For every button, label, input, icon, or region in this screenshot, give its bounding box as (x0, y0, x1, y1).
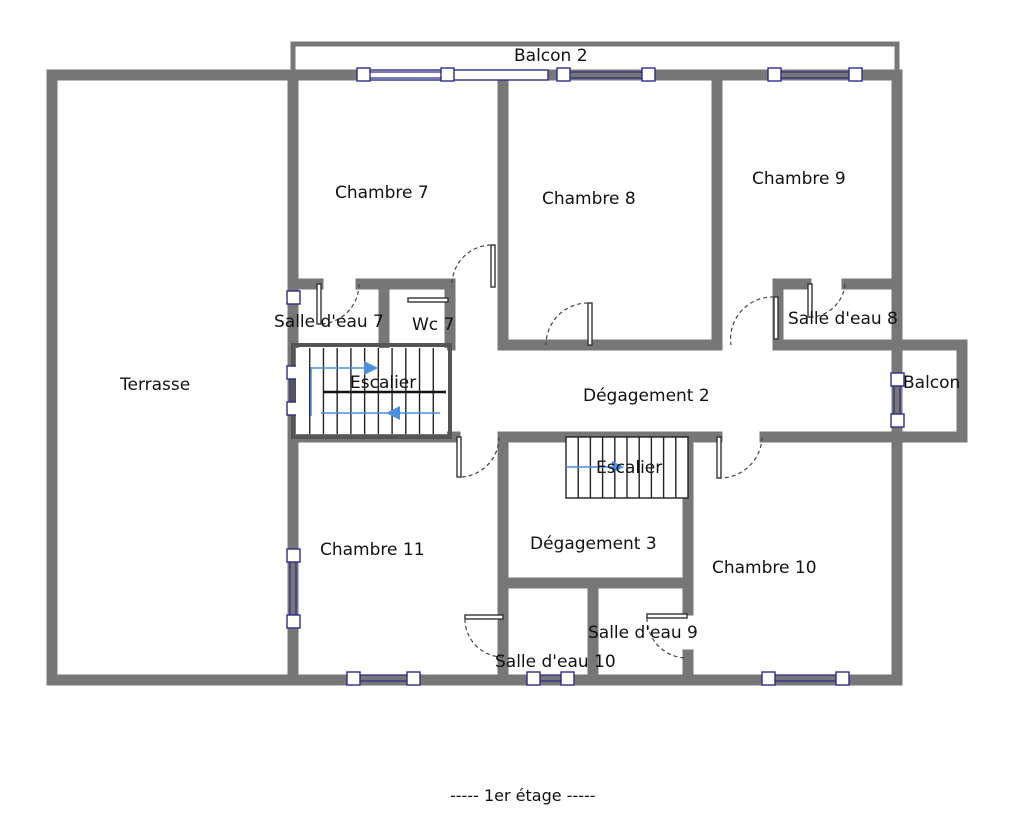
label-chambre-7: Chambre 7 (335, 183, 429, 203)
floor-caption: ----- 1er étage ----- (450, 786, 596, 805)
label-salle-eau-7: Salle d'eau 7 (274, 312, 384, 332)
room-labels: Balcon 2 Chambre 7 Chambre 8 Chambre 9 S… (119, 46, 960, 672)
label-escalier-2: Escalier (596, 458, 662, 478)
staircase-1 (296, 348, 447, 434)
label-chambre-8: Chambre 8 (542, 189, 636, 209)
label-chambre-9: Chambre 9 (752, 169, 846, 189)
interior-walls (287, 69, 968, 686)
label-wc-7: Wc 7 (412, 315, 454, 335)
label-escalier-1: Escalier (350, 373, 416, 393)
label-degagement-3: Dégagement 3 (530, 534, 657, 554)
staircase-2 (565, 436, 689, 499)
label-degagement-2: Dégagement 2 (583, 386, 710, 406)
label-salle-eau-9: Salle d'eau 9 (588, 623, 698, 643)
label-chambre-11: Chambre 11 (320, 540, 425, 560)
exterior-walls (46, 41, 903, 686)
doors (316, 244, 846, 659)
label-chambre-10: Chambre 10 (712, 558, 817, 578)
label-salle-eau-8: Salle d'eau 8 (788, 309, 898, 329)
label-salle-eau-10: Salle d'eau 10 (495, 652, 616, 672)
label-terrasse: Terrasse (119, 375, 190, 395)
label-balcon: Balcon (903, 373, 960, 393)
windows (286, 67, 905, 686)
label-balcon-2: Balcon 2 (514, 46, 588, 66)
